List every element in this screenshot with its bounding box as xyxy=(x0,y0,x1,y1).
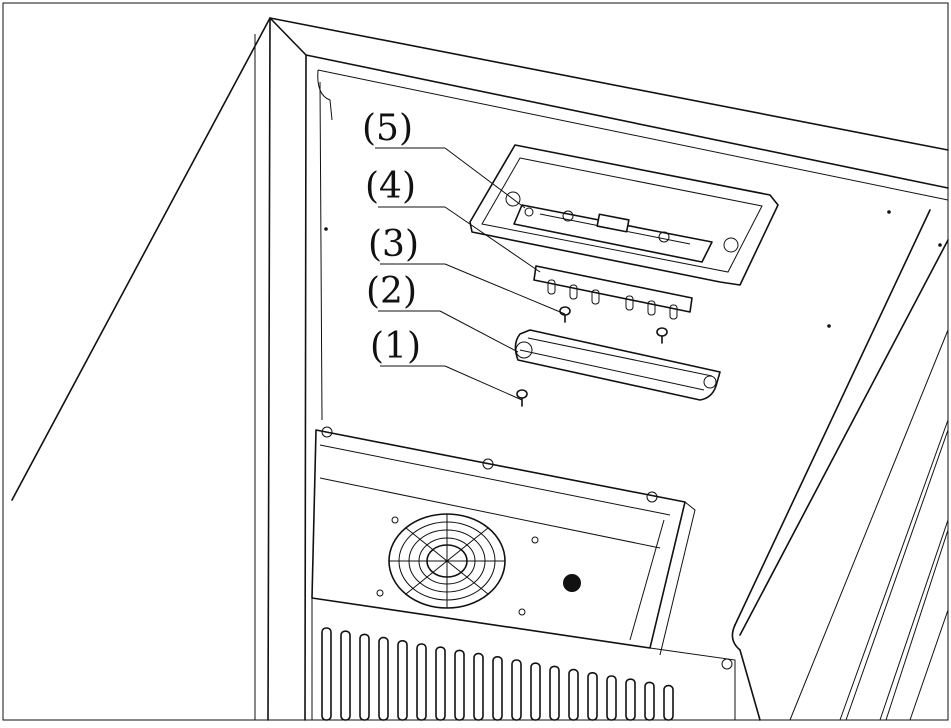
vent-slot xyxy=(644,681,655,721)
vent-slot xyxy=(625,678,636,721)
vent-slot xyxy=(321,627,332,721)
bracket-strip xyxy=(533,265,693,320)
vent-slot xyxy=(359,633,370,721)
vent-slot xyxy=(416,643,427,721)
vent-slot xyxy=(549,665,560,721)
vent-slot xyxy=(435,646,446,721)
callout-3: (3) xyxy=(368,224,419,265)
vent-slot xyxy=(378,636,389,721)
screw-1 xyxy=(516,389,528,407)
callout-2: (2) xyxy=(366,271,417,312)
vent-slot xyxy=(492,655,503,721)
screw-3 xyxy=(559,306,668,344)
vent-slot xyxy=(568,668,579,721)
cabinet-body xyxy=(11,17,949,721)
cover-plate xyxy=(514,329,721,401)
vent-slot xyxy=(340,630,351,721)
vent-slots xyxy=(321,627,674,721)
connector-tray xyxy=(469,144,779,286)
fan-panel xyxy=(311,426,733,670)
fan-guard xyxy=(388,513,506,609)
callout-1: (1) xyxy=(370,326,421,367)
vent-slot xyxy=(454,649,465,721)
vent-slot xyxy=(606,675,617,721)
callout-5: (5) xyxy=(362,108,413,149)
callout-4: (4) xyxy=(365,166,416,207)
vent-slot xyxy=(397,639,408,721)
vent-slot xyxy=(587,671,598,721)
vent-slot xyxy=(663,684,674,721)
vent-slot xyxy=(511,659,522,721)
leader-lines xyxy=(375,147,566,401)
vent-slot xyxy=(530,662,541,721)
vent-slot xyxy=(473,652,484,721)
